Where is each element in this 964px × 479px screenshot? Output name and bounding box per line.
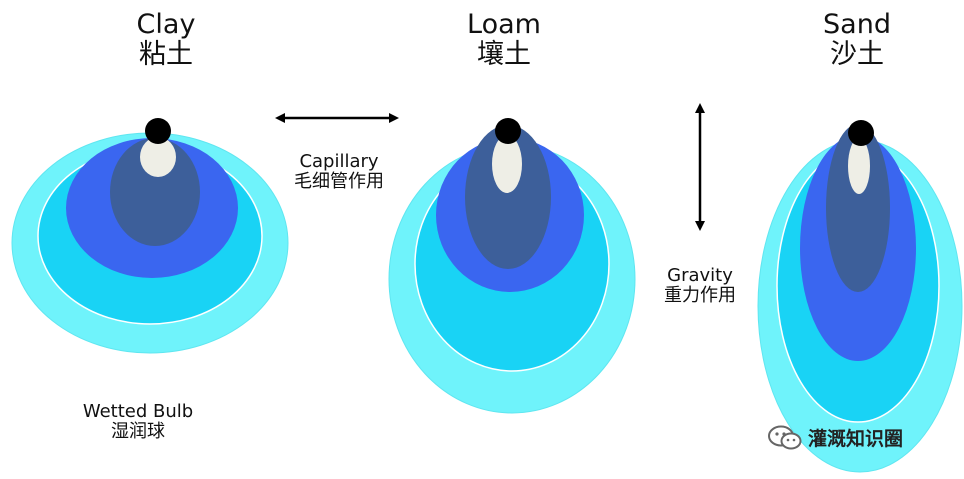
sand-emitter — [848, 120, 874, 146]
soil-title-clay: Clay 粘土 — [66, 9, 266, 71]
wechat-icon — [768, 425, 802, 449]
soil-name-zh: 沙土 — [830, 39, 884, 71]
loam-saturated-zone — [492, 135, 522, 193]
wetted-bulb-label: Wetted Bulb 湿润球 — [48, 401, 228, 443]
sand-bulb — [757, 120, 963, 473]
wetted-bulb-label-zh: 湿润球 — [111, 421, 165, 443]
watermark: 灌溉知识圈 — [768, 424, 903, 451]
capillary-label-en: Capillary — [299, 151, 379, 172]
sand-core-zone — [826, 124, 890, 292]
soil-title-loam: Loam 壤土 — [404, 9, 604, 71]
soil-name-en: Sand — [823, 9, 891, 40]
gravity-label-en: Gravity — [667, 265, 733, 286]
clay-core-zone — [110, 138, 200, 246]
capillary-label-zh: 毛细管作用 — [294, 171, 384, 193]
soil-name-zh: 壤土 — [477, 39, 531, 71]
soil-name-en: Clay — [136, 9, 196, 40]
clay-saturated-zone — [140, 137, 176, 177]
gravity-label: Gravity 重力作用 — [610, 265, 790, 307]
watermark-text: 灌溉知识圈 — [808, 428, 904, 450]
sand-saturated-zone — [848, 138, 870, 194]
loam-emitter — [495, 118, 521, 144]
soil-name-en: Loam — [467, 9, 541, 40]
gravity-label-zh: 重力作用 — [664, 285, 736, 307]
soil-title-sand: Sand 沙土 — [757, 9, 957, 71]
loam-bulb — [388, 118, 636, 414]
wetted-bulb-label-en: Wetted Bulb — [82, 401, 194, 422]
soil-name-zh: 粘土 — [139, 39, 193, 71]
clay-emitter — [145, 118, 171, 144]
clay-bulb — [11, 118, 289, 354]
capillary-label: Capillary 毛细管作用 — [249, 151, 429, 193]
loam-core-zone — [465, 125, 551, 269]
